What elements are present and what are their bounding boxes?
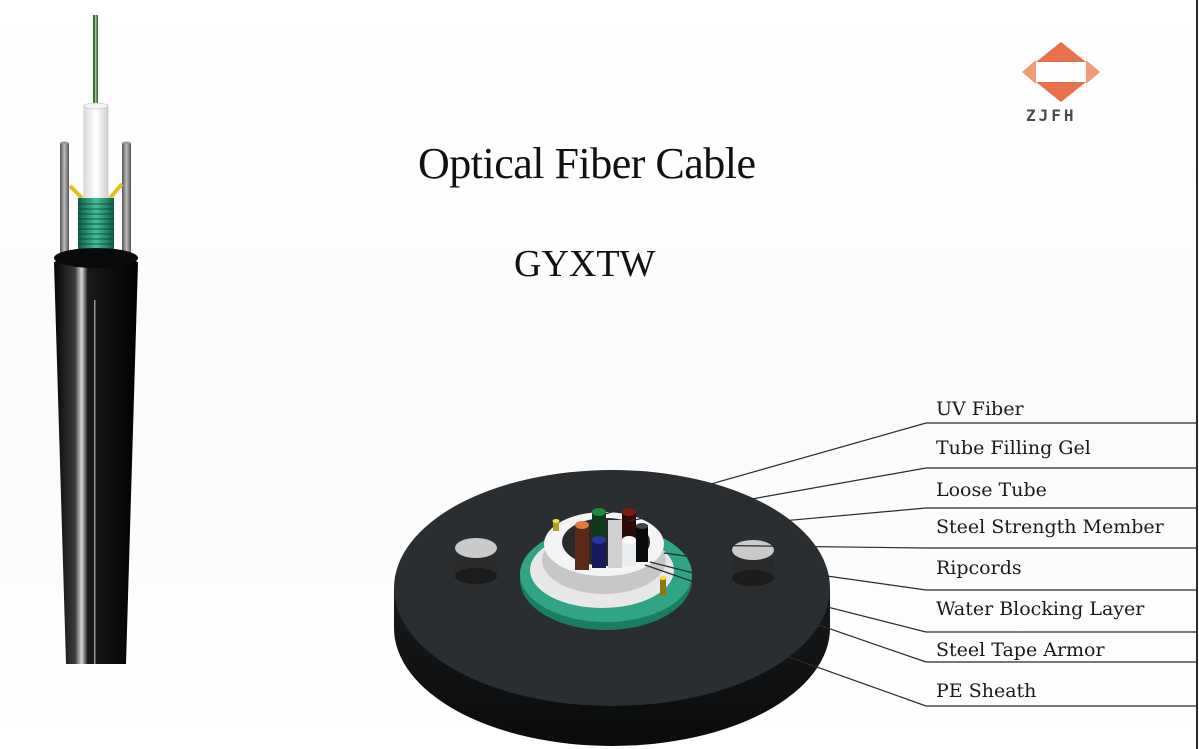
cable-side-view [54,15,138,664]
cable-cross-section [394,470,830,746]
label-pe-sheath: PE Sheath [936,680,1037,702]
leader-lines [604,422,1197,707]
label-water-blocking-layer: Water Blocking Layer [936,598,1145,620]
strength-member-left [455,538,497,584]
strength-member-right [732,540,774,586]
label-ripcords: Ripcords [936,557,1022,579]
model-code: GYXTW [514,243,656,285]
label-tube-filling-gel: Tube Filling Gel [936,437,1091,459]
label-steel-tape-armor: Steel Tape Armor [936,639,1105,661]
logo-text: ZJFH [1026,106,1077,125]
page-title: Optical Fiber Cable [418,139,756,188]
zjfh-logo-icon [1022,42,1100,102]
label-steel-strength-member: Steel Strength Member [936,516,1164,538]
right-border [1196,0,1198,749]
label-loose-tube: Loose Tube [936,479,1047,501]
label-uv-fiber: UV Fiber [936,398,1024,420]
